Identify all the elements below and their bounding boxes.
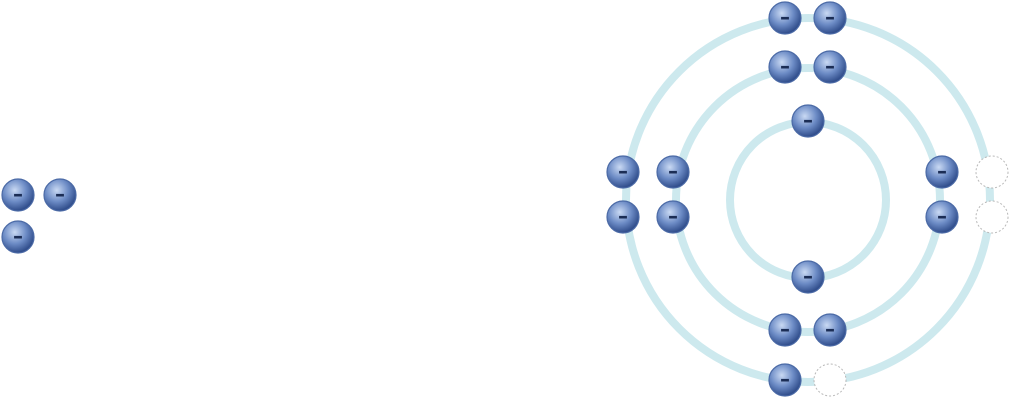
electron-sphere: [768, 50, 802, 84]
electron-minus-sign: –: [825, 54, 835, 78]
middle-shell-electron: –: [768, 50, 802, 84]
electron-sphere: [1, 220, 35, 254]
outer-shell-electron: –: [606, 200, 640, 234]
electron-sphere: [656, 200, 690, 234]
outer-shell-electron: –: [813, 1, 847, 35]
electron-minus-sign: –: [780, 5, 790, 29]
electron-minus-sign: –: [55, 182, 65, 206]
loose-electron: –: [1, 178, 35, 212]
outer-orbit: [622, 14, 994, 386]
middle-shell-electron: –: [925, 200, 959, 234]
electron-sphere: [813, 313, 847, 347]
middle-shell-electron: –: [925, 155, 959, 189]
electron-minus-sign: –: [937, 204, 947, 228]
electron-minus-sign: –: [668, 159, 678, 183]
electron-sphere: [606, 155, 640, 189]
electron-minus-sign: –: [803, 264, 813, 288]
atom-electrons: – – – – – – – – – – – – – – –: [606, 1, 959, 397]
loose-electron: –: [1, 220, 35, 254]
empty-electron-slot: [813, 363, 847, 397]
electron-sphere: [768, 363, 802, 397]
electron-minus-sign: –: [618, 204, 628, 228]
inner-orbit: [726, 118, 890, 282]
electron-minus-sign: –: [937, 159, 947, 183]
electron-sphere: [791, 104, 825, 138]
empty-slots: [813, 155, 1009, 397]
empty-electron-slot: [975, 200, 1009, 234]
electron-sphere: [768, 313, 802, 347]
electron-sphere: [43, 178, 77, 212]
outer-shell-electron: –: [606, 155, 640, 189]
middle-shell-electron: –: [768, 313, 802, 347]
loose-electrons: – – –: [1, 178, 77, 254]
electron-minus-sign: –: [825, 5, 835, 29]
middle-shell-electron: –: [656, 155, 690, 189]
loose-electron: –: [43, 178, 77, 212]
electron-minus-sign: –: [825, 317, 835, 341]
electron-minus-sign: –: [618, 159, 628, 183]
electron-minus-sign: –: [668, 204, 678, 228]
electron-minus-sign: –: [13, 224, 23, 248]
electron-sphere: [768, 1, 802, 35]
electron-sphere: [1, 178, 35, 212]
empty-electron-slot: [975, 155, 1009, 189]
inner-shell-electron: –: [791, 104, 825, 138]
middle-shell-electron: –: [813, 313, 847, 347]
middle-shell-electron: –: [656, 200, 690, 234]
outer-shell-electron: –: [768, 363, 802, 397]
electron-minus-sign: –: [803, 108, 813, 132]
middle-orbit: [672, 64, 944, 336]
electron-sphere: [813, 1, 847, 35]
electron-sphere: [791, 260, 825, 294]
outer-shell-electron: –: [768, 1, 802, 35]
electron-sphere: [813, 50, 847, 84]
electron-sphere: [925, 155, 959, 189]
electron-minus-sign: –: [780, 367, 790, 391]
orbits: [622, 14, 994, 386]
electron-sphere: [606, 200, 640, 234]
electron-minus-sign: –: [13, 182, 23, 206]
inner-shell-electron: –: [791, 260, 825, 294]
middle-shell-electron: –: [813, 50, 847, 84]
electron-minus-sign: –: [780, 54, 790, 78]
electron-sphere: [656, 155, 690, 189]
electron-minus-sign: –: [780, 317, 790, 341]
electron-sphere: [925, 200, 959, 234]
